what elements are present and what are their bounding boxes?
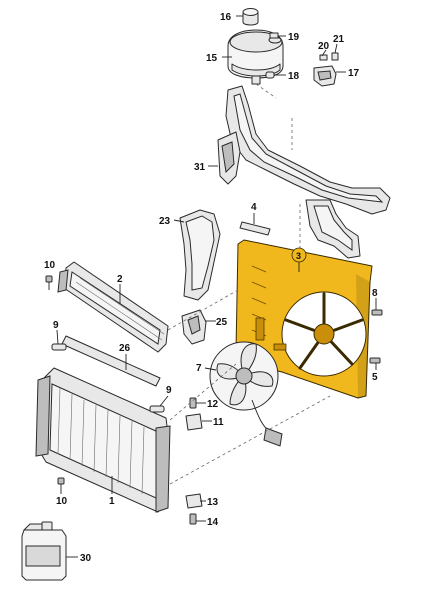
callout-13: 13 bbox=[207, 497, 219, 508]
connector-11 bbox=[185, 413, 203, 431]
expansion-tank bbox=[227, 29, 284, 85]
callout-20: 20 bbox=[318, 41, 330, 52]
leader-lines bbox=[56, 15, 377, 558]
seal-strip-4 bbox=[239, 221, 271, 236]
rubber-mount-9-upper bbox=[51, 343, 67, 351]
mount-13 bbox=[185, 493, 203, 509]
callout-5: 5 bbox=[372, 372, 378, 383]
condenser-2 bbox=[57, 261, 169, 353]
callout-15: 15 bbox=[206, 53, 218, 64]
callout-8: 8 bbox=[372, 288, 378, 299]
callout-1: 1 bbox=[109, 496, 115, 507]
radiator-1 bbox=[35, 367, 171, 513]
assembly-lines bbox=[167, 83, 331, 485]
callout-3: 3 bbox=[296, 251, 301, 261]
callout-10-upper: 10 bbox=[44, 260, 56, 271]
bolt-10-upper bbox=[45, 275, 53, 290]
callout-31: 31 bbox=[194, 162, 206, 173]
bolt-14 bbox=[189, 513, 197, 525]
callout-25: 25 bbox=[216, 317, 228, 328]
callout-19: 19 bbox=[288, 32, 300, 43]
callout-9-upper: 9 bbox=[53, 320, 59, 331]
bolt-10-lower bbox=[57, 477, 65, 494]
callout-11: 11 bbox=[213, 417, 224, 428]
bolt-12 bbox=[189, 397, 197, 409]
callout-4: 4 bbox=[251, 202, 257, 213]
callout-17: 17 bbox=[348, 68, 360, 79]
callout-18: 18 bbox=[288, 71, 300, 82]
bolt-5 bbox=[369, 357, 381, 364]
callout-3-badge bbox=[291, 247, 307, 263]
bolt-18 bbox=[265, 71, 286, 79]
callout-23: 23 bbox=[159, 216, 171, 227]
callout-14: 14 bbox=[207, 517, 219, 528]
coolant-bottle-30 bbox=[21, 521, 67, 581]
clips-20-21 bbox=[319, 52, 339, 61]
callout-9-lower: 9 bbox=[166, 385, 172, 396]
callout-16: 16 bbox=[220, 12, 232, 23]
fan-7 bbox=[209, 341, 283, 447]
clip-19 bbox=[269, 32, 286, 39]
seal-strip-26 bbox=[61, 335, 161, 387]
fan-shroud-3 bbox=[235, 239, 373, 399]
bolt-8 bbox=[371, 309, 383, 316]
expansion-tank-cap bbox=[242, 8, 259, 26]
rubber-mount-9-lower bbox=[149, 405, 165, 413]
callout-2: 2 bbox=[117, 274, 123, 285]
callout-12: 12 bbox=[207, 399, 219, 410]
callout-7: 7 bbox=[196, 363, 202, 374]
callout-10-lower: 10 bbox=[56, 496, 68, 507]
callout-21: 21 bbox=[333, 34, 345, 45]
air-guide-23 bbox=[179, 209, 221, 301]
callout-26: 26 bbox=[119, 343, 131, 354]
bracket-25 bbox=[181, 309, 207, 345]
bracket-17 bbox=[313, 65, 337, 87]
callout-labels: 16 15 19 18 20 21 17 31 4 23 3 10 2 8 9 … bbox=[44, 12, 378, 564]
callout-30: 30 bbox=[80, 553, 92, 564]
lock-carrier bbox=[217, 85, 391, 259]
